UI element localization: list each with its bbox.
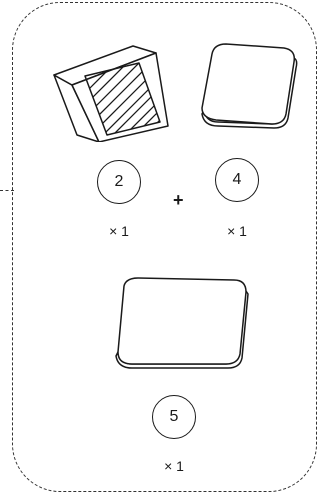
part-number-5: 5: [152, 395, 196, 439]
flat-panel-drawing: [112, 272, 252, 372]
seat-cushion-drawing: [192, 40, 304, 132]
quantity-part-5: × 1: [154, 458, 194, 474]
quantity-part-4: × 1: [217, 223, 257, 239]
part-number-2: 2: [97, 160, 141, 204]
plus-operator: +: [173, 190, 184, 211]
quantity-part-2: × 1: [99, 223, 139, 239]
wedge-cushion-drawing: [40, 38, 170, 142]
part-number-4: 4: [215, 158, 259, 202]
